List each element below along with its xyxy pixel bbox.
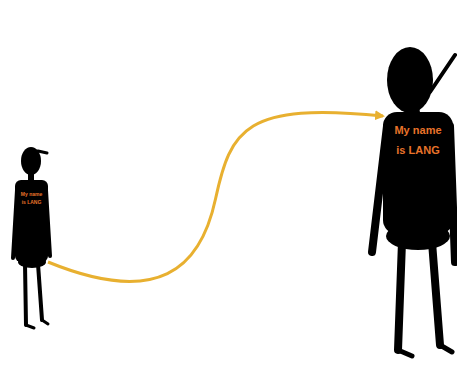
shirt-text: My name is LANG: [393, 120, 443, 160]
growth-arrow: [48, 112, 383, 281]
figure-torso: My name is LANG: [15, 180, 48, 262]
large-figure: [372, 47, 455, 356]
figure-torso: My name is LANG: [383, 112, 453, 234]
small-figure: [13, 147, 50, 328]
shirt-text: My name is LANG: [20, 190, 43, 206]
